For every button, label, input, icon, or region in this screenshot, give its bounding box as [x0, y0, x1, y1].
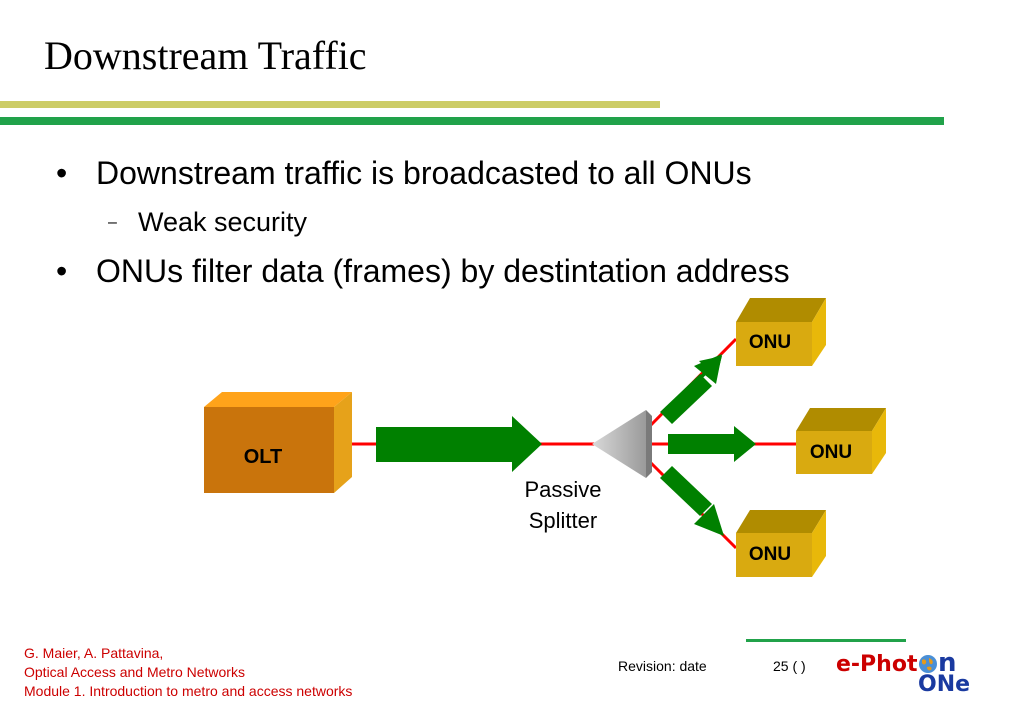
sub-bullet-text: Weak security: [138, 207, 308, 237]
footer-page-number: 25 ( ): [773, 658, 806, 674]
branch-arrow-top-body: [660, 354, 722, 424]
bullet-item: • ONUs filter data (frames) by destintati…: [56, 253, 790, 290]
olt-box: OLT: [204, 392, 352, 493]
ephoton-one-logo: e-Phot n ONe: [836, 648, 986, 700]
onu-box-middle: ONU: [796, 408, 886, 474]
sub-bullet-item: – Weak security: [108, 207, 307, 238]
passive-splitter: [592, 410, 652, 478]
onu-label: ONU: [810, 442, 852, 463]
sub-bullet-mark: –: [108, 214, 117, 231]
bullet-text: ONUs filter data (frames) by destintatio…: [96, 253, 790, 289]
globe-icon: [919, 655, 937, 673]
title-rule-green: [0, 117, 944, 125]
onu-label: ONU: [749, 332, 791, 353]
logo-text-a: e-Phot: [836, 652, 918, 677]
logo-text-c: ONe: [918, 672, 971, 697]
footer-revision: Revision: date: [618, 658, 707, 674]
onu-label: ONU: [749, 544, 791, 565]
footer-line: Module 1. Introduction to metro and acce…: [24, 683, 353, 699]
downstream-arrow: [376, 416, 542, 472]
footer-authors: G. Maier, A. Pattavina, Optical Access a…: [24, 644, 352, 701]
bullet-text: Downstream traffic is broadcasted to all…: [96, 155, 752, 191]
logo-text-b: n: [938, 648, 957, 678]
splitter-label: Splitter: [529, 508, 597, 533]
onu-box-bottom: ONU: [736, 510, 826, 577]
bullet-mark: •: [56, 155, 68, 191]
splitter-label: Passive: [524, 477, 601, 502]
footer-rule: [746, 639, 906, 642]
bullet-item: • Downstream traffic is broadcasted to al…: [56, 155, 752, 192]
onu-box-top: ONU: [736, 298, 826, 366]
branch-arrow-mid: [668, 426, 756, 462]
footer-line: G. Maier, A. Pattavina,: [24, 645, 164, 661]
title-rule-olive: [0, 101, 660, 108]
bullet-mark: •: [56, 253, 68, 289]
branch-arrow-bottom: [660, 466, 724, 536]
olt-label: OLT: [244, 446, 283, 468]
footer-line: Optical Access and Metro Networks: [24, 664, 245, 680]
slide-title: Downstream Traffic: [44, 33, 367, 78]
